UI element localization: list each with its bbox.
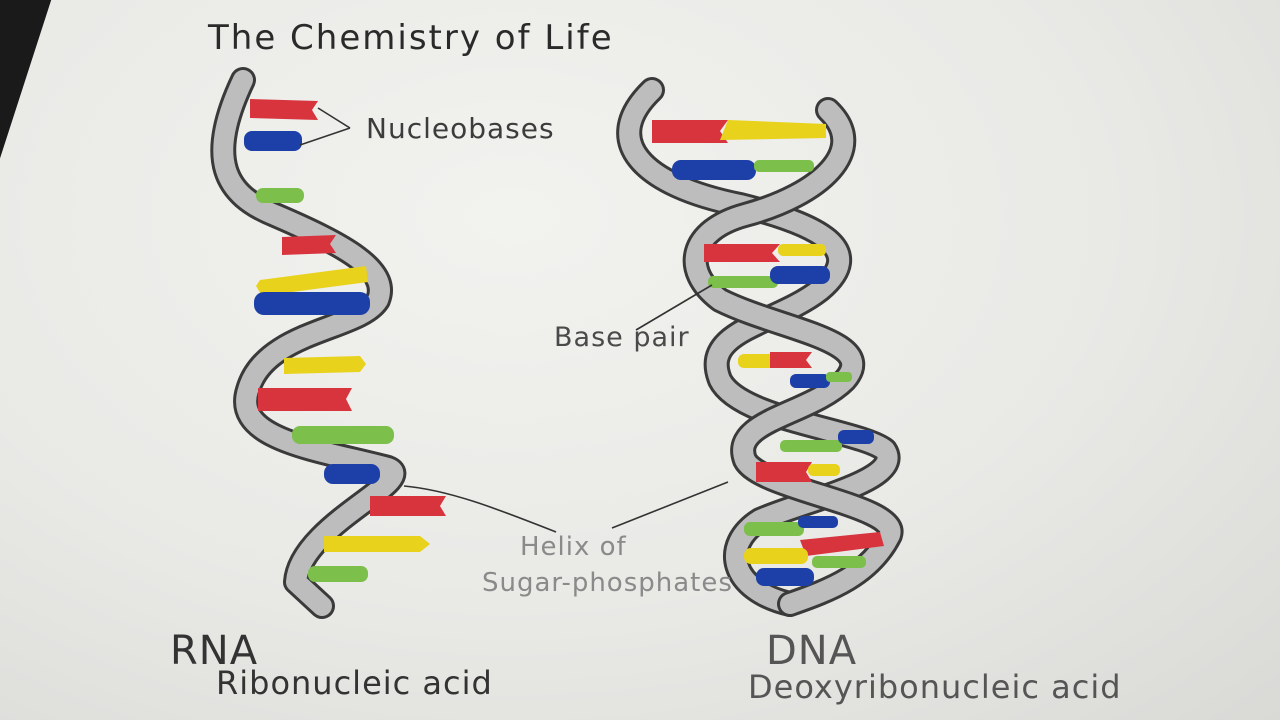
rna-base-red: [370, 496, 446, 516]
rna-bases: [244, 99, 446, 582]
dna-base-blue: [838, 430, 874, 444]
rna-full-name: Ribonucleic acid: [216, 664, 493, 702]
dna-base-green: [780, 440, 842, 452]
rna-base-blue: [254, 292, 370, 315]
rna-base-yellow: [324, 536, 430, 552]
dna-base-blue: [790, 374, 830, 388]
dna-base-yellow: [744, 548, 808, 564]
dna-base-green: [708, 276, 778, 288]
rna-base-yellow: [256, 266, 368, 296]
dna-strand: [619, 80, 898, 614]
helix-label-line1: Helix of: [520, 532, 627, 562]
base-pair-label: Base pair: [554, 322, 690, 353]
nucleobases-label: Nucleobases: [366, 112, 555, 145]
helix-leader-rna: [403, 485, 557, 533]
rna-base-red: [258, 388, 352, 411]
dna-base-blue: [798, 516, 838, 528]
dna-base-green: [826, 372, 852, 382]
rna-base-blue: [244, 131, 302, 151]
dna-base-yellow: [720, 120, 826, 140]
helix-leader-dna: [611, 481, 729, 529]
rna-base-green: [308, 566, 368, 582]
rna-label: RNA: [170, 628, 259, 674]
dna-base-green: [812, 556, 866, 568]
helix-label-line2: Sugar-phosphates: [482, 568, 733, 598]
rna-base-yellow: [284, 356, 366, 374]
rna-base-green: [256, 188, 304, 203]
dna-helix: [616, 77, 904, 617]
dna-base-blue: [770, 266, 830, 284]
rna-base-green: [292, 426, 394, 444]
dna-base-blue: [756, 568, 814, 586]
diagram-title: The Chemistry of Life: [208, 18, 614, 58]
dna-base-red: [704, 244, 780, 262]
rna-backbone: [213, 70, 404, 616]
rna-base-blue: [324, 464, 380, 484]
base-pair-leader: [635, 284, 713, 331]
rna-strand: [210, 67, 446, 619]
dna-base-pairs: [652, 120, 884, 586]
dna-base-yellow: [778, 244, 826, 256]
dna-base-red: [652, 120, 728, 143]
dna-full-name: Deoxyribonucleic acid: [748, 668, 1122, 706]
dna-base-green: [744, 522, 804, 536]
rna-base-red: [250, 99, 318, 120]
dna-base-red: [770, 352, 812, 368]
dna-base-green: [754, 160, 814, 172]
dna-base-red: [800, 532, 884, 556]
dna-base-blue: [672, 160, 756, 180]
dna-base-yellow: [808, 464, 840, 476]
dna-base-red: [756, 462, 812, 482]
rna-base-red: [282, 235, 336, 255]
nucleobases-leader: [299, 107, 351, 146]
dna-label: DNA: [766, 628, 858, 674]
leader-lines: [299, 107, 729, 533]
